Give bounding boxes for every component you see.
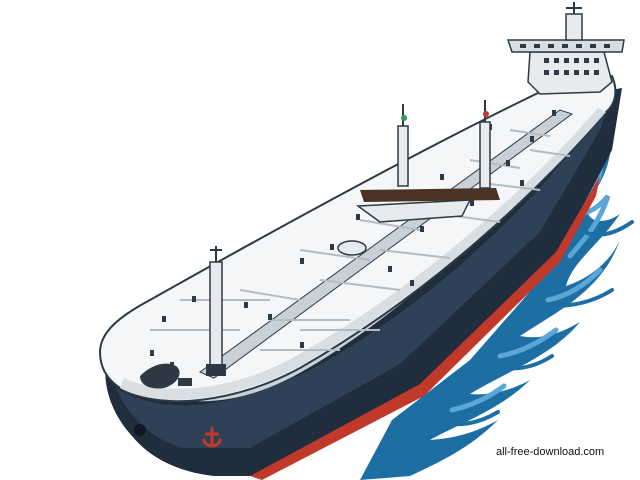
- deck-fittings: [150, 110, 556, 368]
- radar-mast: [565, 13, 583, 41]
- hull-body: [105, 88, 622, 476]
- ship-masts: [206, 100, 491, 376]
- mast-icon: [206, 246, 226, 376]
- wave-icon: [449, 147, 611, 413]
- mast-icon: [397, 104, 409, 187]
- hull-highlight: [116, 96, 612, 448]
- wave-icon: [434, 220, 634, 427]
- tank-dome: [337, 240, 367, 256]
- water-waves: [360, 118, 634, 480]
- cargo-manifold: [360, 188, 500, 202]
- bow-bollard: [178, 378, 192, 386]
- wave-icon: [360, 118, 620, 480]
- watermark-text: all-free-download.com: [496, 446, 605, 458]
- light-icon: [401, 115, 407, 121]
- anchor-icon: [202, 426, 222, 448]
- bridge-icon: [506, 2, 625, 95]
- deck-panel-lines: [150, 129, 571, 351]
- bridge-block: [527, 51, 613, 95]
- bridge-windows: [520, 44, 610, 75]
- manifold-cross-pipe: [355, 199, 472, 223]
- hawse-pipe: [134, 424, 146, 436]
- windlass: [140, 363, 180, 389]
- light-icon: [483, 111, 489, 117]
- mast-icon: [479, 100, 491, 189]
